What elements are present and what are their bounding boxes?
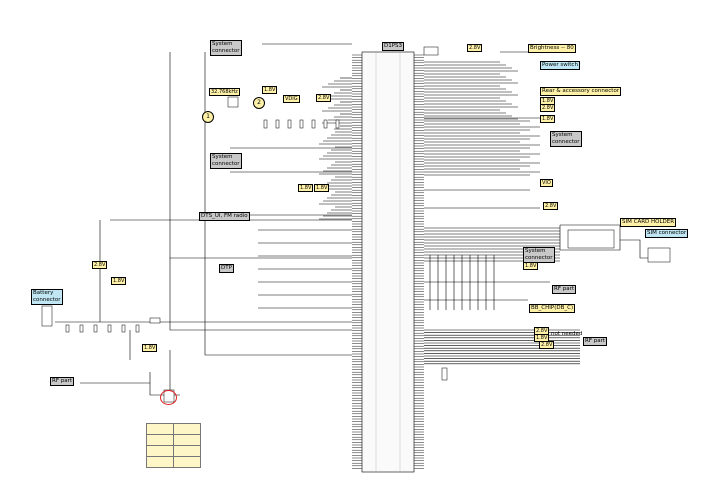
voltage-label: 2.8V	[92, 261, 108, 269]
system-connector-right: System connector	[550, 131, 582, 147]
voltage-label: 1.8V	[298, 184, 314, 192]
bb-chip-label: BB_CHIP(DB_C)	[529, 304, 576, 313]
rear-accessory-label: Rear & accessory connector	[540, 87, 622, 96]
voltage-label: 2.8V	[540, 104, 556, 112]
reference-table	[146, 423, 201, 468]
table-cell	[146, 434, 174, 446]
highlight-ring	[160, 390, 177, 405]
sim-card-holder-label: SIM CARD HOLDER	[620, 218, 677, 227]
voltage-label: VIO	[540, 179, 553, 187]
system-connector-low: System connector	[523, 247, 555, 263]
voltage-label: 1.8V	[314, 184, 330, 192]
dts-radio-label: DTS_UI, FM radio	[199, 212, 250, 221]
sim-connector-label: SIM connector	[645, 229, 689, 238]
voltage-label: 2.8V	[316, 94, 332, 102]
voltage-label: 1.8V	[540, 115, 556, 123]
brightness-label: Brightness -- 80	[528, 44, 576, 53]
voltage-label: 32.768kHz	[209, 88, 240, 96]
voltage-label: VDIG	[283, 95, 300, 103]
rf-part-right: RF part	[583, 337, 608, 346]
table-cell	[146, 423, 174, 435]
battery-connector-label: Battery connector	[31, 289, 63, 305]
table-cell	[173, 456, 201, 468]
table-cell	[146, 456, 174, 468]
rf-part-left: RF part	[50, 377, 75, 386]
voltage-label: 2.8V	[543, 202, 559, 210]
rf-part-mid: RF part	[552, 285, 577, 294]
power-switch-label: Power switch	[540, 61, 580, 70]
voltage-label: 2.8V	[467, 44, 483, 52]
table-cell	[173, 445, 201, 457]
system-connector-left: System connector	[210, 153, 242, 169]
table-cell	[173, 423, 201, 435]
voltage-label: 1.8V	[262, 86, 278, 94]
ic-title: D1PS3	[382, 42, 405, 51]
marker-1: 1	[202, 111, 214, 123]
table-cell	[173, 434, 201, 446]
not-needed-note: not needed	[551, 331, 583, 337]
voltage-label: 1.8V	[523, 262, 539, 270]
voltage-label: 1.8V	[142, 344, 158, 352]
voltage-label: 2.8V	[539, 341, 555, 349]
marker-2: 2	[253, 97, 265, 109]
voltage-label: 1.8V	[111, 277, 127, 285]
table-cell	[146, 445, 174, 457]
main-ic	[361, 51, 415, 473]
system-connector-top: System connector	[210, 40, 242, 56]
dtp-label: DTP	[219, 264, 234, 273]
